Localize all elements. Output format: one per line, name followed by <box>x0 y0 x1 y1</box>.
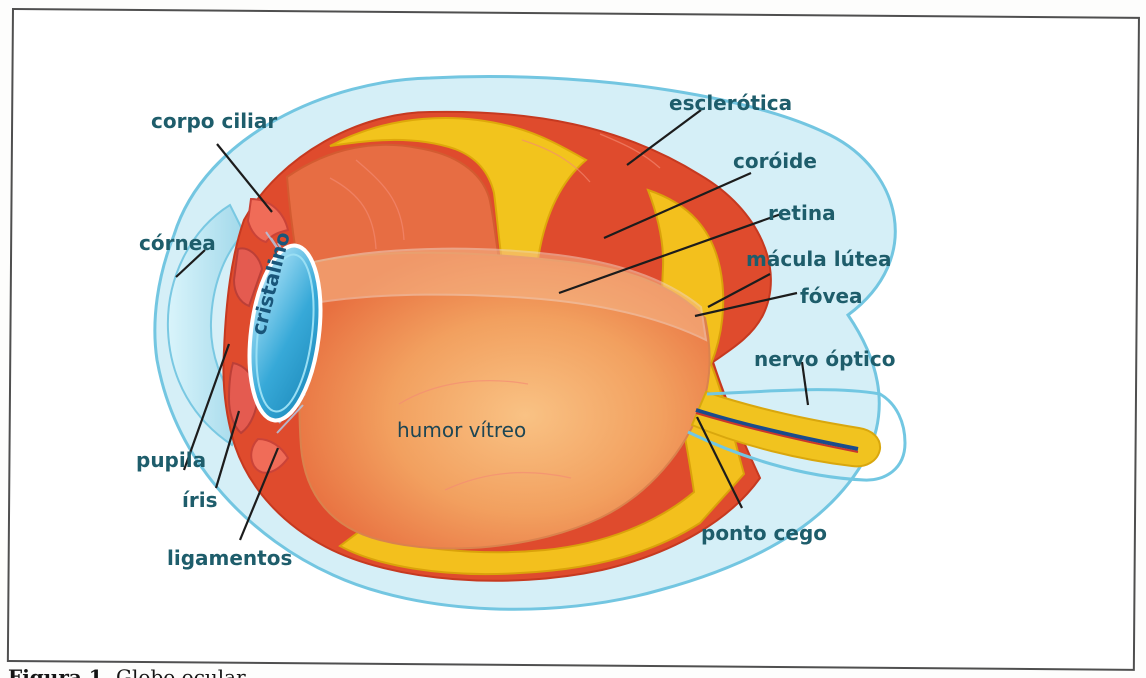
corpo-ciliar-label: corpo ciliar <box>151 111 277 131</box>
ligamentos-label: ligamentos <box>167 548 292 568</box>
caption-text: Globo ocular <box>116 665 246 678</box>
macula-lutea-label: mácula lútea <box>746 249 891 269</box>
pupila-label: pupila <box>136 450 206 470</box>
coroide-label: coróide <box>733 151 817 171</box>
caption-prefix: Figura 1. <box>8 665 110 678</box>
fovea-label: fóvea <box>800 286 863 306</box>
humor-vitreo-label: humor vítreo <box>397 420 526 440</box>
cornea-label: córnea <box>139 233 216 253</box>
figure-caption: Figura 1. Globo ocular <box>8 665 246 678</box>
esclerotica-label: esclerótica <box>669 93 792 113</box>
ponto-cego-label: ponto cego <box>701 523 827 543</box>
nervo-optico-label: nervo óptico <box>754 349 895 369</box>
retina-label: retina <box>768 203 836 223</box>
iris-label: íris <box>182 490 217 510</box>
